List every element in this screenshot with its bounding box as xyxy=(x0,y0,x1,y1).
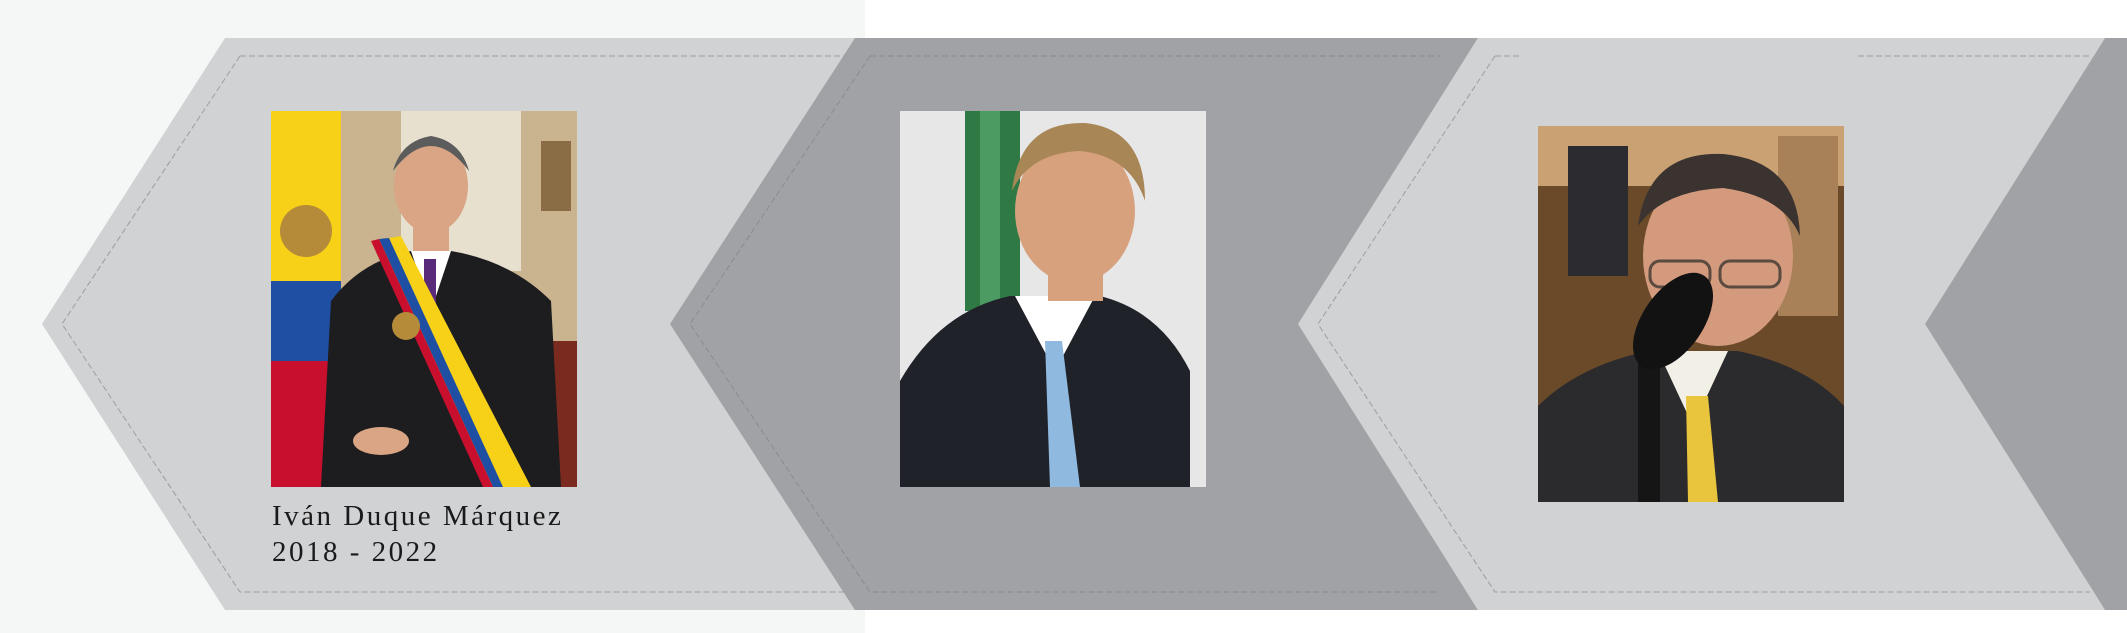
portrait-photo-uribe xyxy=(1538,126,1844,502)
chevron-4 xyxy=(1925,38,2127,610)
term-period: 2018 - 2022 xyxy=(272,536,440,568)
portrait-photo-santos xyxy=(900,111,1206,487)
president-name: Iván Duque Márquez xyxy=(272,500,564,532)
portrait-photo-duque xyxy=(271,111,577,487)
timeline-caption-1: Iván Duque Márquez 2018 - 2022 xyxy=(272,498,563,570)
